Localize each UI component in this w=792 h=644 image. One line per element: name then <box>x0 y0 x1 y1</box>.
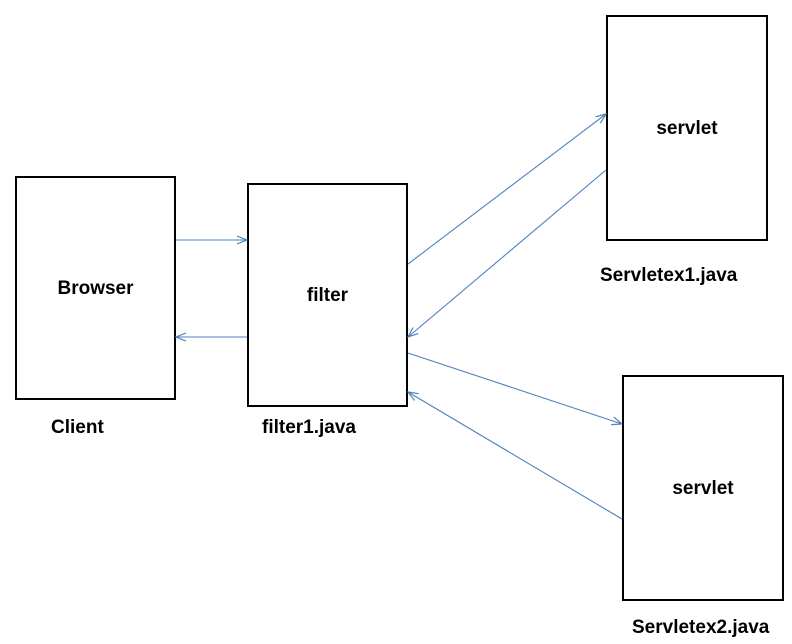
response-arrow-servlet1-to-filter <box>408 169 607 337</box>
browser-label: Browser <box>57 278 134 299</box>
browser-box: Browser <box>15 176 176 400</box>
servlet2-label: servlet <box>672 478 734 499</box>
servlet1-box: servlet <box>606 15 768 241</box>
response-arrow-servlet2-to-filter <box>408 392 623 520</box>
servlet2-caption: Servletex2.java <box>632 617 770 638</box>
client-caption: Client <box>51 417 104 438</box>
filter-caption: filter1.java <box>262 417 356 438</box>
servlet1-label: servlet <box>656 118 718 139</box>
servlet2-box: servlet <box>622 375 784 601</box>
filter-box: filter <box>247 183 408 407</box>
request-arrow-filter-to-servlet2 <box>407 352 622 424</box>
servlet1-caption: Servletex1.java <box>600 265 738 286</box>
filter-label: filter <box>306 285 349 306</box>
request-arrow-filter-to-servlet1 <box>407 114 606 265</box>
